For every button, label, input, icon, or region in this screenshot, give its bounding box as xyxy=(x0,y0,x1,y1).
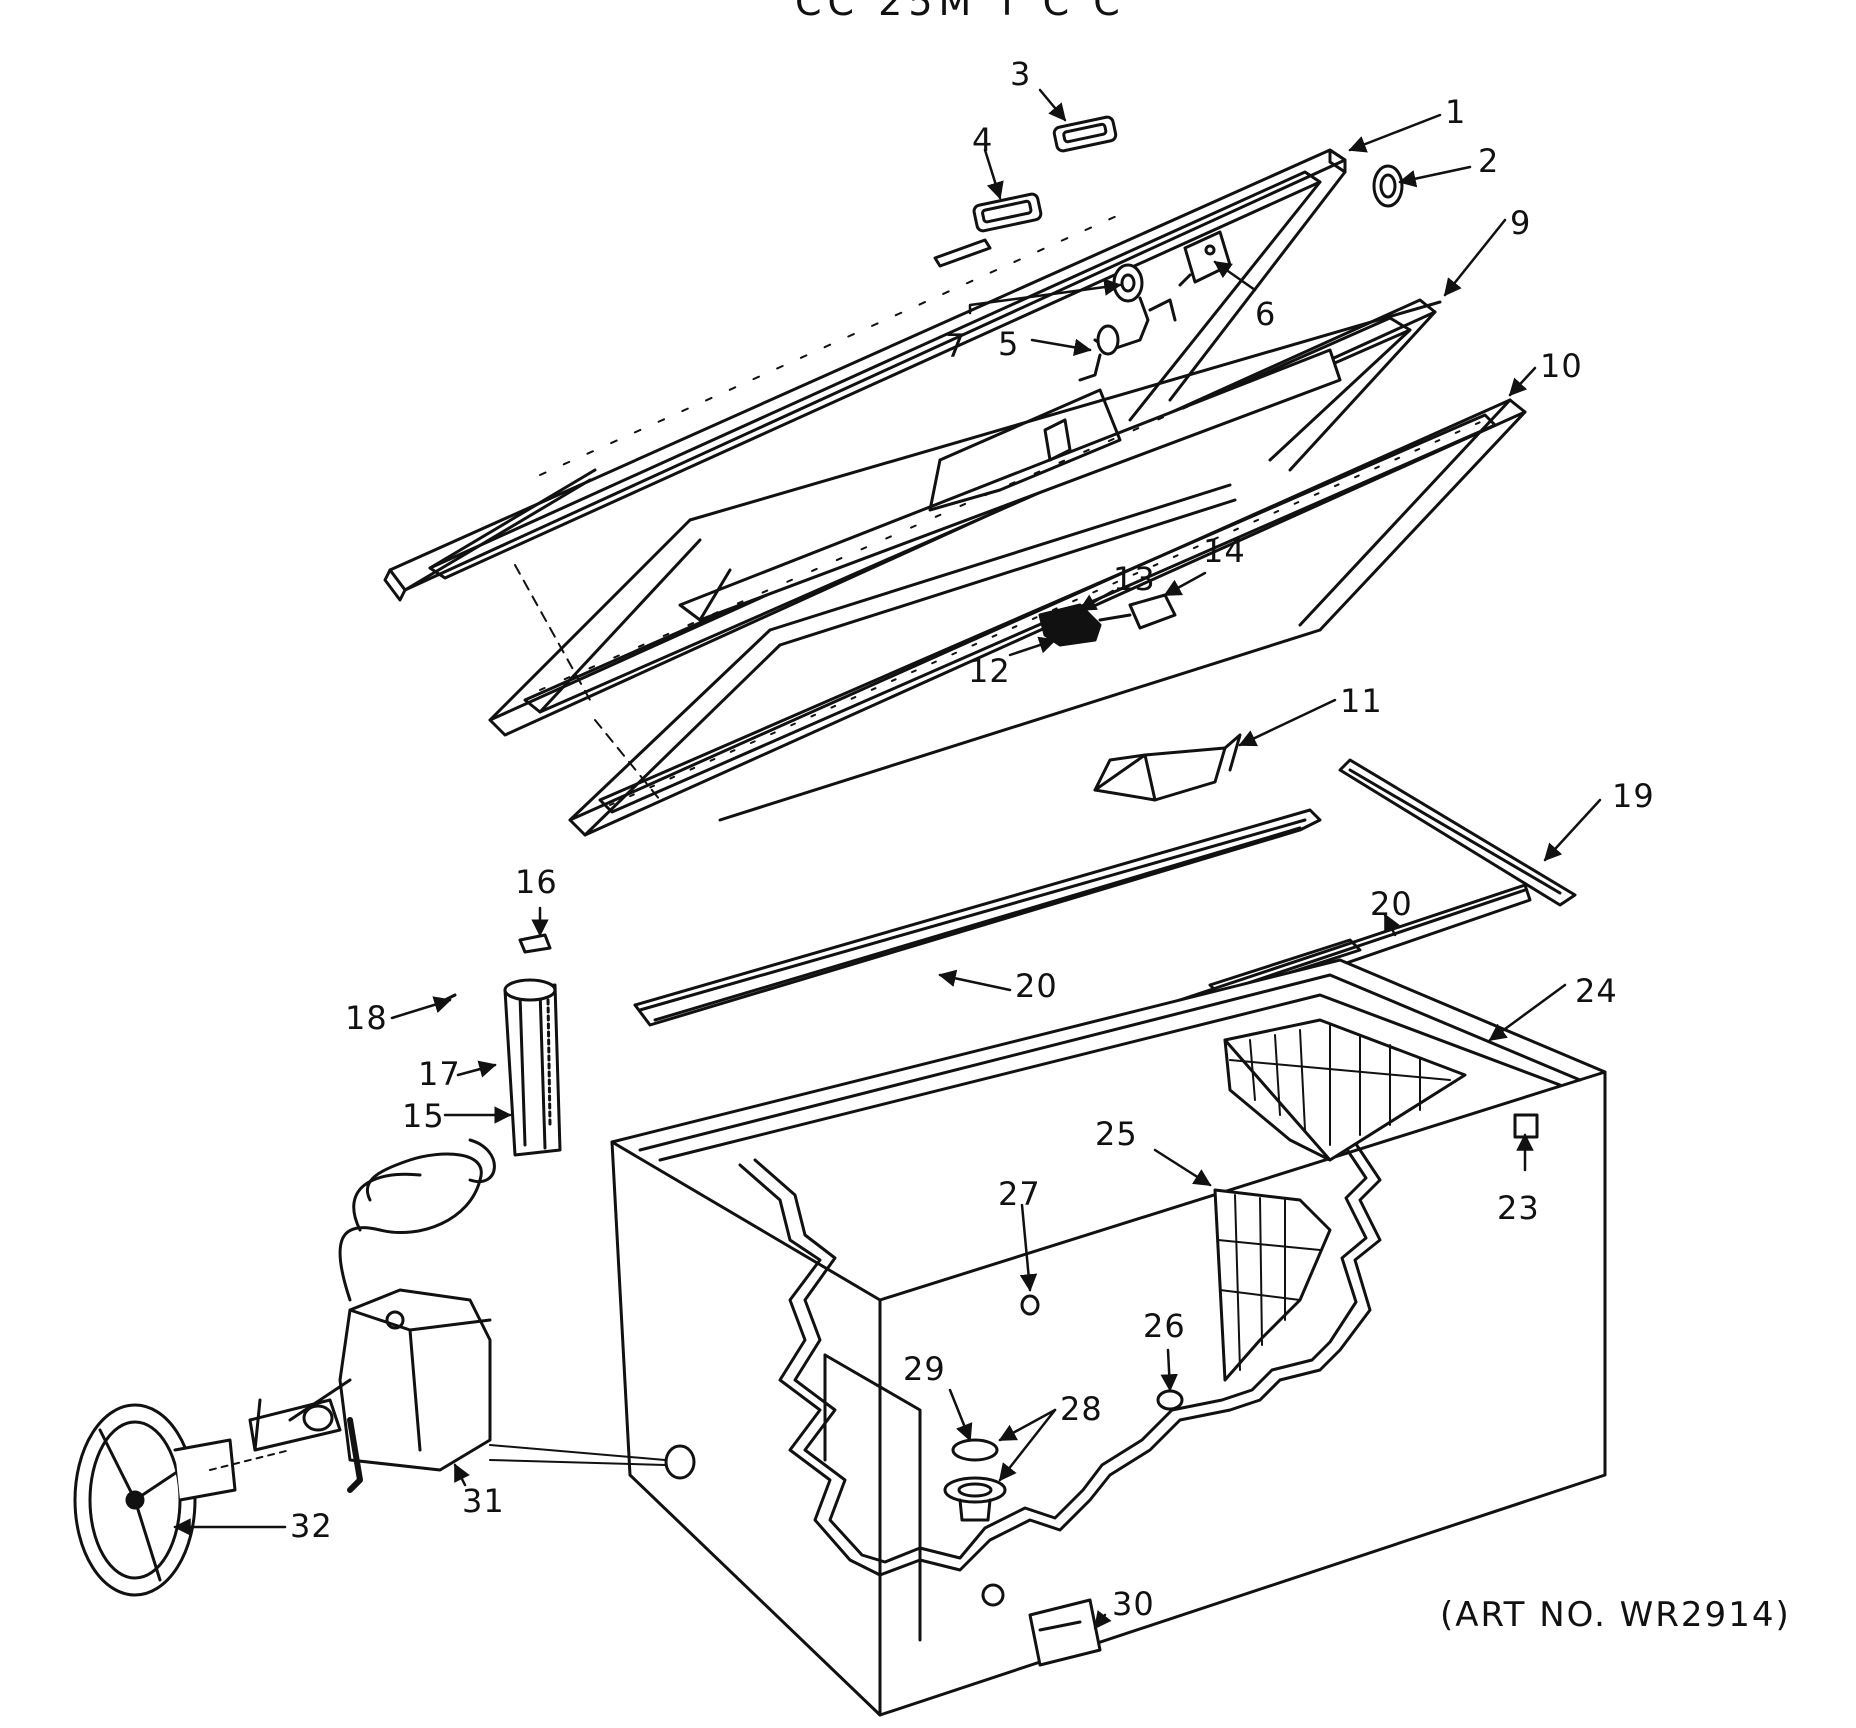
handle-part-3 xyxy=(1052,115,1118,153)
basket-divider-25 xyxy=(1213,1188,1332,1382)
lid-liner xyxy=(488,298,1442,737)
bracket-part-11 xyxy=(1093,733,1242,802)
part-label-17: 17 xyxy=(418,1055,461,1093)
part-label-25: 25 xyxy=(1095,1115,1138,1153)
lock-assembly-12-13-14 xyxy=(1038,593,1177,647)
part-label-32: 32 xyxy=(290,1507,333,1545)
drain-parts-28-29 xyxy=(943,1438,1007,1522)
part-label-31: 31 xyxy=(462,1482,505,1520)
part-label-16: 16 xyxy=(515,863,558,901)
part-label-7: 7 xyxy=(945,327,967,365)
part-label-5: 5 xyxy=(998,325,1020,363)
breaker-strip-19 xyxy=(1338,758,1577,907)
compressor-part-31 xyxy=(248,1138,496,1493)
breaker-strip-20-front xyxy=(633,808,1322,1027)
part-label-20-rear: 20 xyxy=(1370,885,1413,923)
part-label-27: 27 xyxy=(998,1175,1041,1213)
part-label-13: 13 xyxy=(1113,560,1156,598)
part-label-3: 3 xyxy=(1010,55,1032,93)
part-label-30: 30 xyxy=(1112,1585,1155,1623)
part-label-1: 1 xyxy=(1445,93,1467,131)
art-number-caption: (ART NO. WR2914) xyxy=(1440,1595,1791,1635)
part-label-24: 24 xyxy=(1575,972,1618,1010)
part-label-11: 11 xyxy=(1340,682,1383,720)
plug-part-2 xyxy=(1372,164,1404,208)
fan-part-32 xyxy=(73,1403,237,1597)
freezer-cabinet xyxy=(610,958,1607,1717)
part-label-20-front: 20 xyxy=(1015,967,1058,1005)
hinge-parts-5-7 xyxy=(1078,263,1177,382)
part-label-19: 19 xyxy=(1612,777,1655,815)
leader-lines xyxy=(173,88,1602,1630)
handle-part-4 xyxy=(972,192,1043,233)
part-label-26: 26 xyxy=(1143,1307,1186,1345)
part-label-2: 2 xyxy=(1478,142,1500,180)
part-label-29: 29 xyxy=(903,1350,946,1388)
label-part-23 xyxy=(1513,1113,1539,1139)
thermostat-part-30 xyxy=(1028,1598,1102,1667)
part-label-9: 9 xyxy=(1510,204,1532,242)
part-label-18: 18 xyxy=(345,999,388,1037)
part-label-12: 12 xyxy=(968,652,1011,690)
part-label-23: 23 xyxy=(1497,1189,1540,1227)
part-label-28: 28 xyxy=(1060,1390,1103,1428)
heater-assembly-15 xyxy=(443,933,562,1157)
part-label-10: 10 xyxy=(1540,347,1583,385)
part-27 xyxy=(1020,1294,1040,1316)
part-label-6: 6 xyxy=(1255,295,1277,333)
lock-part-6 xyxy=(1178,230,1232,287)
part-26 xyxy=(1156,1389,1184,1411)
basket-part-24 xyxy=(1223,1018,1467,1162)
part-label-15: 15 xyxy=(402,1097,445,1135)
part-label-14: 14 xyxy=(1203,532,1246,570)
lid-outer-panel xyxy=(383,148,1347,602)
header-fragment: CC 25M T C C xyxy=(795,0,1126,24)
part-label-4: 4 xyxy=(972,121,994,159)
